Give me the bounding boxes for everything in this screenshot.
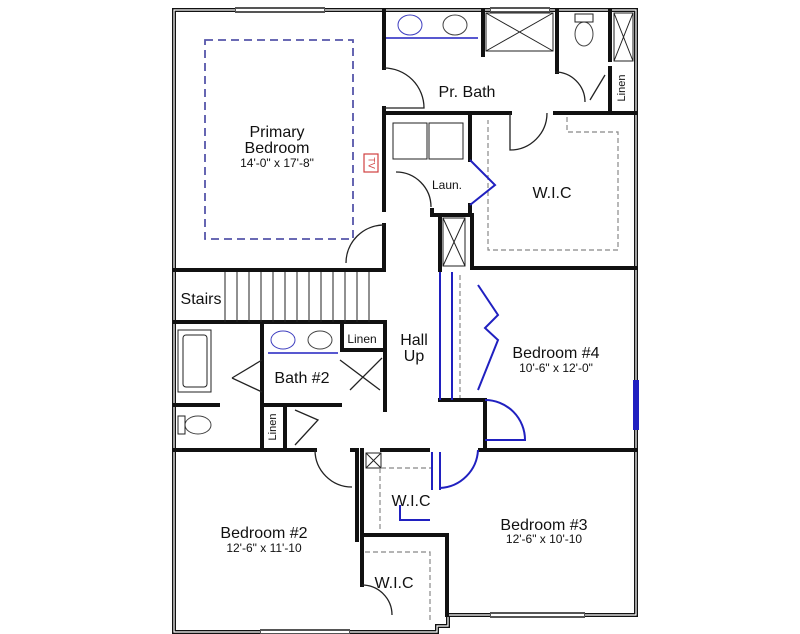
cabinet-icon [613, 12, 634, 62]
hall-up-label: Up [404, 348, 425, 365]
laundry-label: Laun. [432, 178, 462, 192]
bath2-label: Bath #2 [274, 370, 329, 387]
primary-bedroom-label: Bedroom [245, 140, 310, 157]
washer-icon [392, 122, 428, 160]
tv-marker: TV [363, 153, 379, 173]
bedroom3-wic-label: W.I.C [391, 493, 430, 510]
hall-linen-label: Linen [267, 414, 279, 441]
exterior-walls [172, 7, 639, 634]
cabinet-icon [442, 217, 466, 267]
sink-icon [442, 14, 468, 36]
fixtures [177, 12, 634, 620]
bath2-linen-label: Linen [347, 332, 376, 346]
cabinet-icon [365, 452, 382, 469]
room-labels: Primary Bedroom 14'-0" x 17'-8" Pr. Bath… [181, 75, 628, 592]
stairs-label: Stairs [181, 291, 222, 308]
bathtub-icon [177, 329, 212, 393]
sink-icon [397, 14, 423, 36]
primary-wic-label: W.I.C [532, 185, 571, 202]
primary-bath-label: Pr. Bath [439, 84, 496, 101]
bedroom2-wic-label: W.I.C [374, 575, 413, 592]
shower-icon [485, 12, 554, 52]
interior-walls [172, 8, 638, 617]
stairs-treads [224, 272, 370, 322]
bedroom2-label: Bedroom #2 [220, 525, 307, 542]
bedroom3-label: Bedroom #3 [500, 517, 587, 534]
rug-outline [204, 39, 354, 240]
sink-icon [270, 330, 296, 350]
toilet-icon [574, 21, 594, 47]
bedroom3-dims: 12'-6" x 10'-10 [506, 532, 583, 546]
bedroom2-dims: 12'-6" x 11'-10 [226, 541, 302, 555]
tv-label: TV [367, 157, 377, 169]
dryer-icon [428, 122, 464, 160]
toilet-icon [184, 415, 212, 435]
primary-bedroom-dims: 14'-0" x 17'-8" [240, 156, 314, 170]
primary-bedroom-label: Primary [249, 124, 304, 141]
primary-linen-label: Linen [616, 75, 628, 102]
sink-icon [307, 330, 333, 350]
bedroom4-dims: 10'-6" x 12'-0" [519, 361, 593, 375]
doors [231, 67, 606, 616]
bedroom4-label: Bedroom #4 [512, 345, 599, 362]
hall-label: Hall [400, 332, 428, 349]
